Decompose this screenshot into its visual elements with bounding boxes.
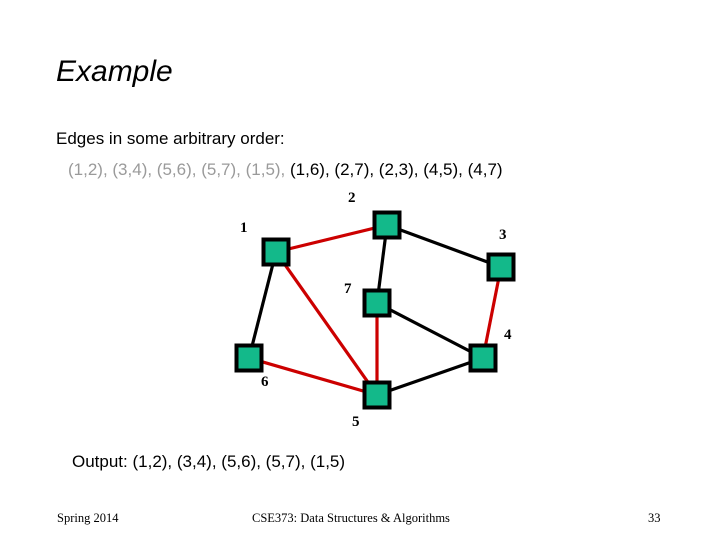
footer-term: Spring 2014 xyxy=(57,511,119,525)
output-line: Output: (1,2), (3,4), (5,6), (5,7), (1,5… xyxy=(72,452,346,471)
graph-node-1 xyxy=(261,237,291,267)
graph-node-label-5: 5 xyxy=(352,414,360,430)
graph-edge-4-5 xyxy=(376,356,484,397)
graph-edge-3-4 xyxy=(481,266,503,359)
graph-node-2 xyxy=(372,210,402,240)
graph-edge-4-7 xyxy=(376,301,484,360)
graph-node-label-4: 4 xyxy=(504,327,512,343)
edge-list-processed: (1,2), (3,4), (5,6), (5,7), (1,5), xyxy=(68,160,286,179)
graph-node-label-3: 3 xyxy=(499,227,507,243)
page-title: Example xyxy=(56,55,173,88)
node-layer xyxy=(234,210,516,410)
edge-list: (1,2), (3,4), (5,6), (5,7), (1,5), (1,6)… xyxy=(68,160,503,180)
graph-node-7 xyxy=(362,288,392,318)
graph-edge-5-6 xyxy=(248,356,378,397)
graph-node-3 xyxy=(486,252,516,282)
graph-node-label-2: 2 xyxy=(348,190,356,206)
graph-node-6 xyxy=(234,343,264,373)
edges-caption: Edges in some arbitrary order: xyxy=(56,129,285,148)
graph-edge-1-2 xyxy=(275,223,388,254)
graph-node-label-1: 1 xyxy=(240,220,248,236)
graph-node-label-7: 7 xyxy=(344,281,352,297)
graph-diagram xyxy=(234,210,516,410)
edge-list-remaining: (1,6), (2,7), (2,3), (4,5), (4,7) xyxy=(285,160,503,179)
graph-node-5 xyxy=(362,380,392,410)
graph-edge-1-6 xyxy=(247,251,278,359)
graph-edge-1-5 xyxy=(274,251,379,396)
edge-layer xyxy=(247,223,503,397)
footer-course: CSE373: Data Structures & Algorithms xyxy=(252,511,450,525)
graph-node-4 xyxy=(468,343,498,373)
footer-slide-number: 33 xyxy=(648,511,661,525)
graph-node-label-6: 6 xyxy=(261,374,269,390)
graph-edge-2-3 xyxy=(386,223,502,269)
